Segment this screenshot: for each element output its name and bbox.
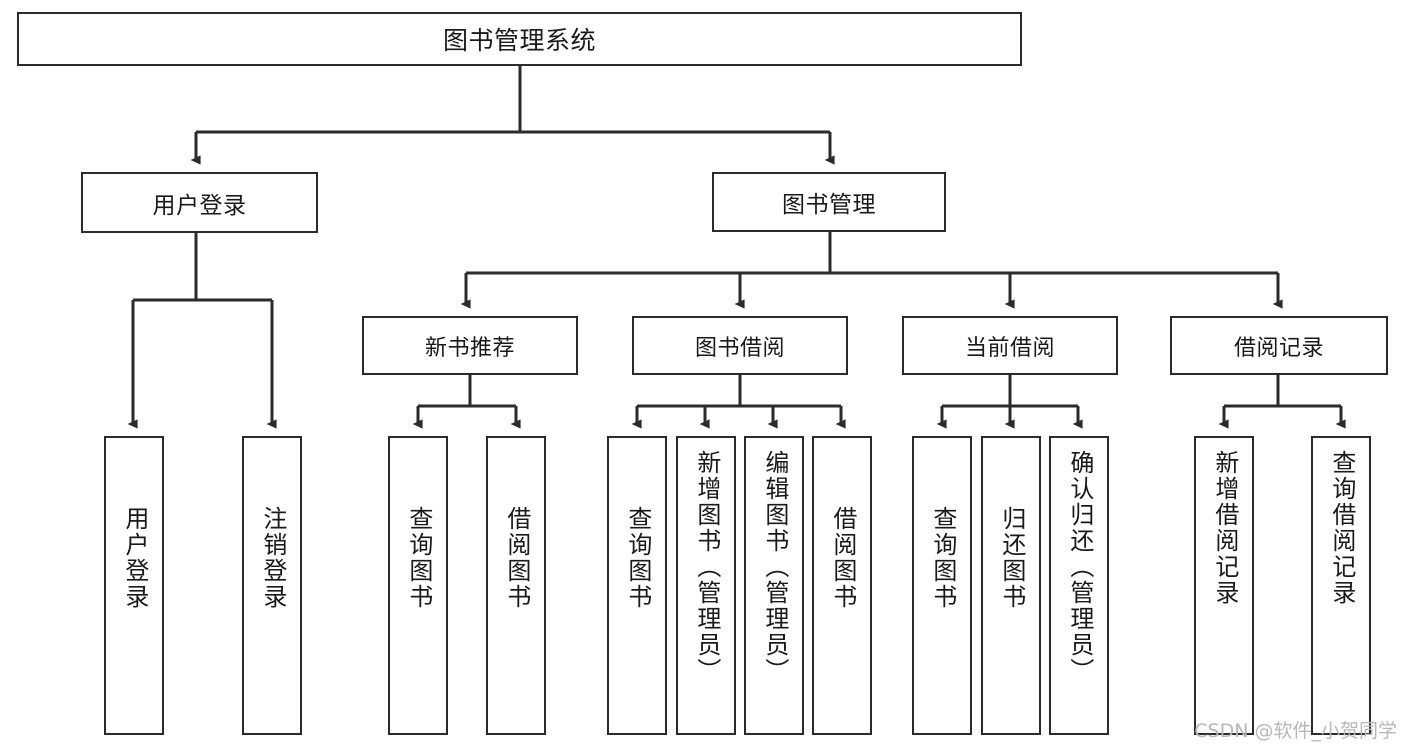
leaf-edit-book-admin[interactable]: 编辑图书（管理员） xyxy=(744,436,804,735)
leaf-label: 借阅图书 xyxy=(502,506,531,610)
leaf-label: 查询图书 xyxy=(404,506,433,610)
leaf-label: 新增图书（管理员） xyxy=(692,450,721,684)
node-label: 用户登录 xyxy=(152,192,247,219)
leaf-label: 查询图书 xyxy=(928,506,957,610)
node-label: 当前借阅 xyxy=(964,335,1055,361)
leaf-add-borrow-record[interactable]: 新增借阅记录 xyxy=(1194,436,1254,735)
leaf-label: 用户登录 xyxy=(120,506,149,610)
node-book-borrow[interactable]: 图书借阅 xyxy=(632,316,848,375)
leaf-query-book-borrow[interactable]: 查询图书 xyxy=(607,436,667,735)
leaf-label: 查询借阅记录 xyxy=(1327,450,1356,606)
node-label: 借阅记录 xyxy=(1233,335,1324,361)
leaf-label: 新增借阅记录 xyxy=(1210,450,1239,606)
leaf-label: 注销登录 xyxy=(258,506,287,610)
node-label: 图书管理系统 xyxy=(442,26,596,55)
leaf-label: 编辑图书（管理员） xyxy=(760,450,789,684)
leaf-user-login[interactable]: 用户登录 xyxy=(104,436,164,735)
leaf-label: 确认归还（管理员） xyxy=(1065,450,1094,684)
node-label: 图书借阅 xyxy=(694,335,785,361)
leaf-logout-login[interactable]: 注销登录 xyxy=(242,436,302,735)
node-borrow-record[interactable]: 借阅记录 xyxy=(1170,316,1388,375)
leaf-query-book-recommend[interactable]: 查询图书 xyxy=(388,436,448,735)
node-current-borrow[interactable]: 当前借阅 xyxy=(902,316,1118,375)
node-label: 图书管理 xyxy=(782,192,876,218)
leaf-query-borrow-record[interactable]: 查询借阅记录 xyxy=(1311,436,1371,735)
leaf-return-book[interactable]: 归还图书 xyxy=(981,436,1041,735)
leaf-borrow-book-recommend[interactable]: 借阅图书 xyxy=(486,436,546,735)
node-label: 新书推荐 xyxy=(424,335,515,361)
node-user-login[interactable]: 用户登录 xyxy=(81,172,318,233)
leaf-confirm-return-admin[interactable]: 确认归还（管理员） xyxy=(1049,436,1109,735)
leaf-label: 查询图书 xyxy=(623,506,652,610)
leaf-query-book-current[interactable]: 查询图书 xyxy=(912,436,972,735)
node-root-book-management-system[interactable]: 图书管理系统 xyxy=(17,12,1022,66)
leaf-borrow-book[interactable]: 借阅图书 xyxy=(812,436,872,735)
leaf-add-book-admin[interactable]: 新增图书（管理员） xyxy=(676,436,736,735)
node-new-book-recommend[interactable]: 新书推荐 xyxy=(362,316,578,375)
leaf-label: 归还图书 xyxy=(997,506,1026,610)
leaf-label: 借阅图书 xyxy=(828,506,857,610)
node-book-management[interactable]: 图书管理 xyxy=(712,172,946,232)
